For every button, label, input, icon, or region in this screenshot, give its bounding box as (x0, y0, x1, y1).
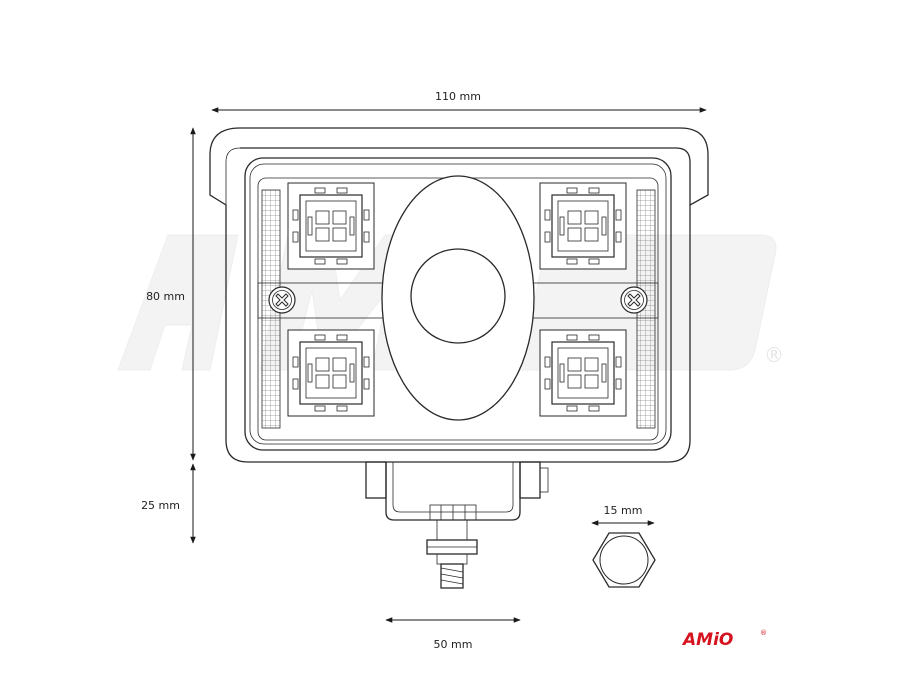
screw-cross-icon (268, 286, 296, 314)
height-label: 80 mm (146, 290, 185, 303)
screw-cross-icon (620, 286, 648, 314)
logo-registered-mark: ® (760, 629, 767, 637)
led-chip-icon (287, 329, 375, 417)
bracket-width-label: 50 mm (434, 638, 473, 651)
nut-size-label: 15 mm (604, 504, 643, 517)
lamp-housing (209, 127, 709, 463)
center-lens (410, 248, 506, 344)
mounting-bracket (365, 461, 549, 589)
hex-nut-face (599, 535, 649, 585)
mount-height-label: 25 mm (141, 499, 180, 512)
led-chip-icon (539, 182, 627, 270)
led-chip-icon (287, 182, 375, 270)
led-chip-icon (539, 329, 627, 417)
width-label: 110 mm (435, 90, 481, 103)
hex-nut (592, 532, 656, 588)
brand-logo: AMiO (681, 630, 733, 650)
registered-mark: ® (764, 343, 784, 367)
